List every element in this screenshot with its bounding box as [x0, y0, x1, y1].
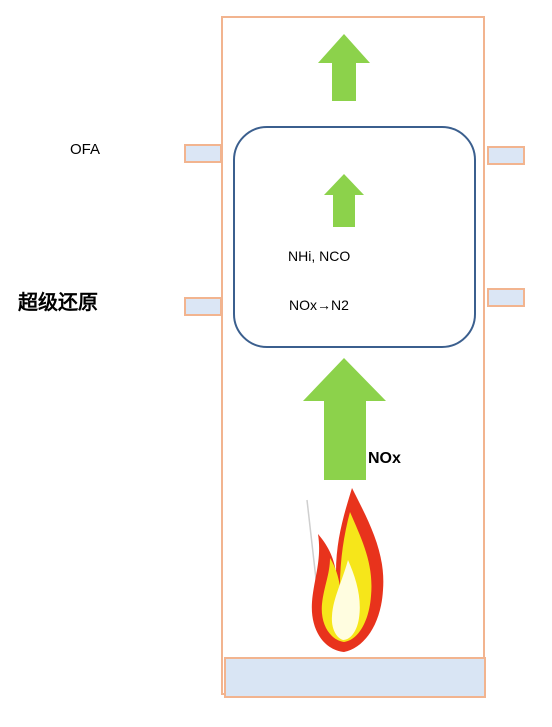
flame-icon	[306, 488, 384, 652]
super-reduction-label: 超级还原	[18, 290, 98, 314]
nox-label: NOx	[368, 450, 401, 467]
reaction-label: NOx→N2	[289, 297, 349, 313]
furnace-base	[224, 657, 486, 698]
reagent-port-right	[487, 288, 525, 307]
zone-up-arrow-icon	[324, 174, 364, 227]
intermediates-label: NHi, NCO	[288, 248, 351, 264]
reagent-port-left	[184, 297, 222, 316]
nox-up-arrow-icon	[303, 358, 386, 480]
ofa-label: OFA	[70, 141, 101, 158]
ofa-port-left	[184, 144, 222, 163]
reduction-zone	[233, 126, 476, 348]
outlet-up-arrow-icon	[318, 34, 370, 101]
ofa-port-right	[487, 146, 525, 165]
